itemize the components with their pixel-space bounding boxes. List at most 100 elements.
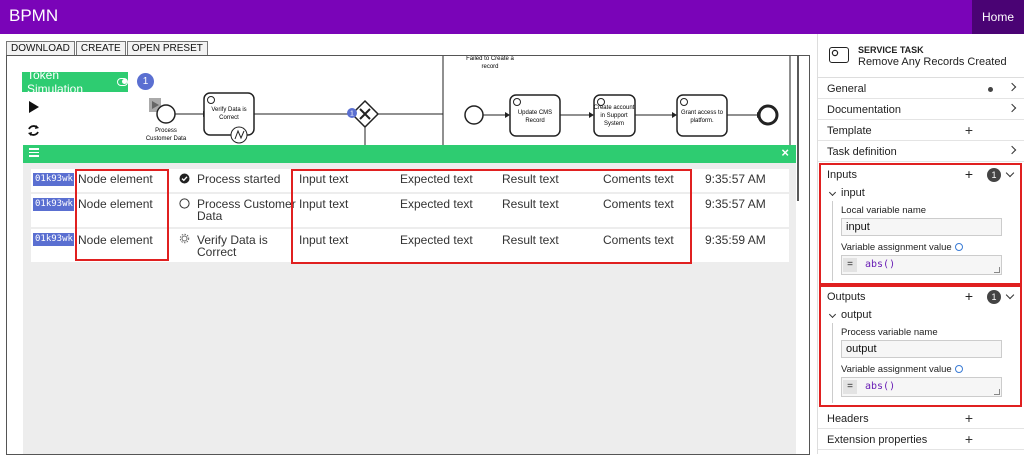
group-title: Documentation [827,104,901,116]
outputs-title[interactable]: Outputs [827,291,866,303]
task-create-label-3: System [604,121,624,127]
log-row: 01k93wk Node element Process Customer Da… [31,194,789,227]
add-output-icon[interactable]: + [964,288,973,304]
token-simulation-label: Token Simulation [27,68,84,96]
token-id: 01k93wk [33,173,74,186]
chevron-down-icon[interactable] [1005,168,1015,178]
timestamp: 9:35:57 AM [705,172,766,186]
tree-line [832,201,833,281]
log-event-line-1: Process Customer [197,197,296,211]
bpmn-canvas[interactable]: Process Customer Data Verify Data is Cor… [6,55,810,455]
group-task-definition[interactable]: Task definition [818,141,1024,162]
add-icon[interactable]: + [964,431,973,447]
toggle-on-icon [116,78,128,86]
group-documentation[interactable]: Documentation [818,99,1024,120]
node-element: Node element [78,197,153,211]
start-event-label-2: Customer Data [146,136,187,142]
output-item-name[interactable]: output [841,309,872,321]
group-headers[interactable]: Headers + [818,408,1024,429]
properties-header: SERVICE TASK Remove Any Records Created [818,34,1024,78]
feel-icon [954,365,963,373]
assignment-label-text: Variable assignment value [841,242,952,253]
start-event-2[interactable] [464,105,484,125]
service-task-gear-icon [597,98,605,106]
chevron-right-icon [1007,145,1017,155]
expression-text: abs() [865,259,896,270]
element-type: SERVICE TASK [858,45,924,55]
equals-icon: = [843,380,857,394]
chevron-down-icon[interactable] [828,188,837,197]
result-text: Result text [502,197,559,211]
input-item-name[interactable]: input [841,187,865,199]
group-general[interactable]: General [818,78,1024,99]
input-text: Input text [299,197,349,211]
process-variable-input[interactable]: output [841,340,1002,358]
download-button[interactable]: DOWNLOAD [6,41,75,56]
gateway-token-count: 1 [350,111,354,118]
open-preset-button[interactable]: OPEN PRESET [126,41,208,56]
group-title: General [827,83,867,95]
start-event[interactable] [156,104,176,124]
home-button[interactable]: Home [972,0,1024,34]
token-count-badge: 1 [137,73,154,90]
log-row: 01k93wk Node element Verify Data is Corr… [31,229,789,262]
boundary-error-event[interactable] [230,126,248,144]
resize-handle-icon[interactable] [994,389,1000,395]
expected-text: Expected text [400,172,473,186]
chevron-down-icon[interactable] [1005,290,1015,300]
data-dot-icon [988,87,993,92]
end-event[interactable] [757,104,779,126]
assignment-label-text: Variable assignment value [841,364,952,375]
task-verify-label-2: Correct [219,115,239,121]
log-header: × [23,145,796,163]
node-element: Node element [78,233,153,247]
reset-button[interactable] [25,122,41,138]
group-title: Extension properties [827,434,928,446]
assignment-label: Variable assignment value [841,364,963,375]
log-menu-icon[interactable] [29,148,39,159]
element-name: Remove Any Records Created [858,56,1007,68]
group-template[interactable]: Template + [818,120,1024,141]
input-text: Input text [299,233,349,247]
outputs-count-badge: 1 [987,290,1001,304]
token-simulation-toggle[interactable]: Token Simulation [22,68,128,96]
gear-icon [179,233,190,244]
check-circle-icon [179,173,190,184]
task-update-label-1: Update CMS [518,110,552,116]
group-extension-properties[interactable]: Extension properties + [818,429,1024,450]
assignment-expression-input[interactable]: = abs() [841,255,1002,275]
chevron-right-icon [1007,82,1017,92]
comments-text: Coments text [603,172,674,186]
expected-text: Expected text [400,233,473,247]
process-variable-label: Process variable name [841,327,938,338]
log-event: Process started [197,172,281,186]
token-id: 01k93wk [33,198,74,211]
task-verify-data[interactable] [203,92,255,136]
assignment-expression-input[interactable]: = abs() [841,377,1002,397]
flow-arrow [589,112,594,118]
group-title: Headers [827,413,869,425]
close-icon[interactable]: × [781,145,789,160]
add-icon[interactable]: + [964,410,973,426]
flow-arrow [672,112,677,118]
task-grant-label-1: Grant access to [681,110,724,116]
local-variable-input[interactable]: input [841,218,1002,236]
create-button[interactable]: CREATE [75,41,126,56]
resize-handle-icon[interactable] [994,267,1000,273]
add-input-icon[interactable]: + [964,166,973,182]
chevron-down-icon[interactable] [828,310,837,319]
add-icon[interactable]: + [964,122,973,138]
log-event-line-1: Verify Data is [197,233,268,247]
lane-label-1: Failed to Create a [466,56,514,62]
group-title: Task definition [827,146,897,158]
error-icon [234,129,245,140]
tree-line [832,323,833,403]
inputs-section: Inputs + 1 input Local variable name inp… [819,163,1022,285]
inputs-title[interactable]: Inputs [827,169,857,181]
comments-text: Coments text [603,197,674,211]
timestamp: 9:35:59 AM [705,233,766,247]
group-title: Template [827,125,872,137]
play-button[interactable] [25,99,41,115]
token-id: 01k93wk [33,233,74,246]
log-event-line-2: Correct [197,245,237,259]
